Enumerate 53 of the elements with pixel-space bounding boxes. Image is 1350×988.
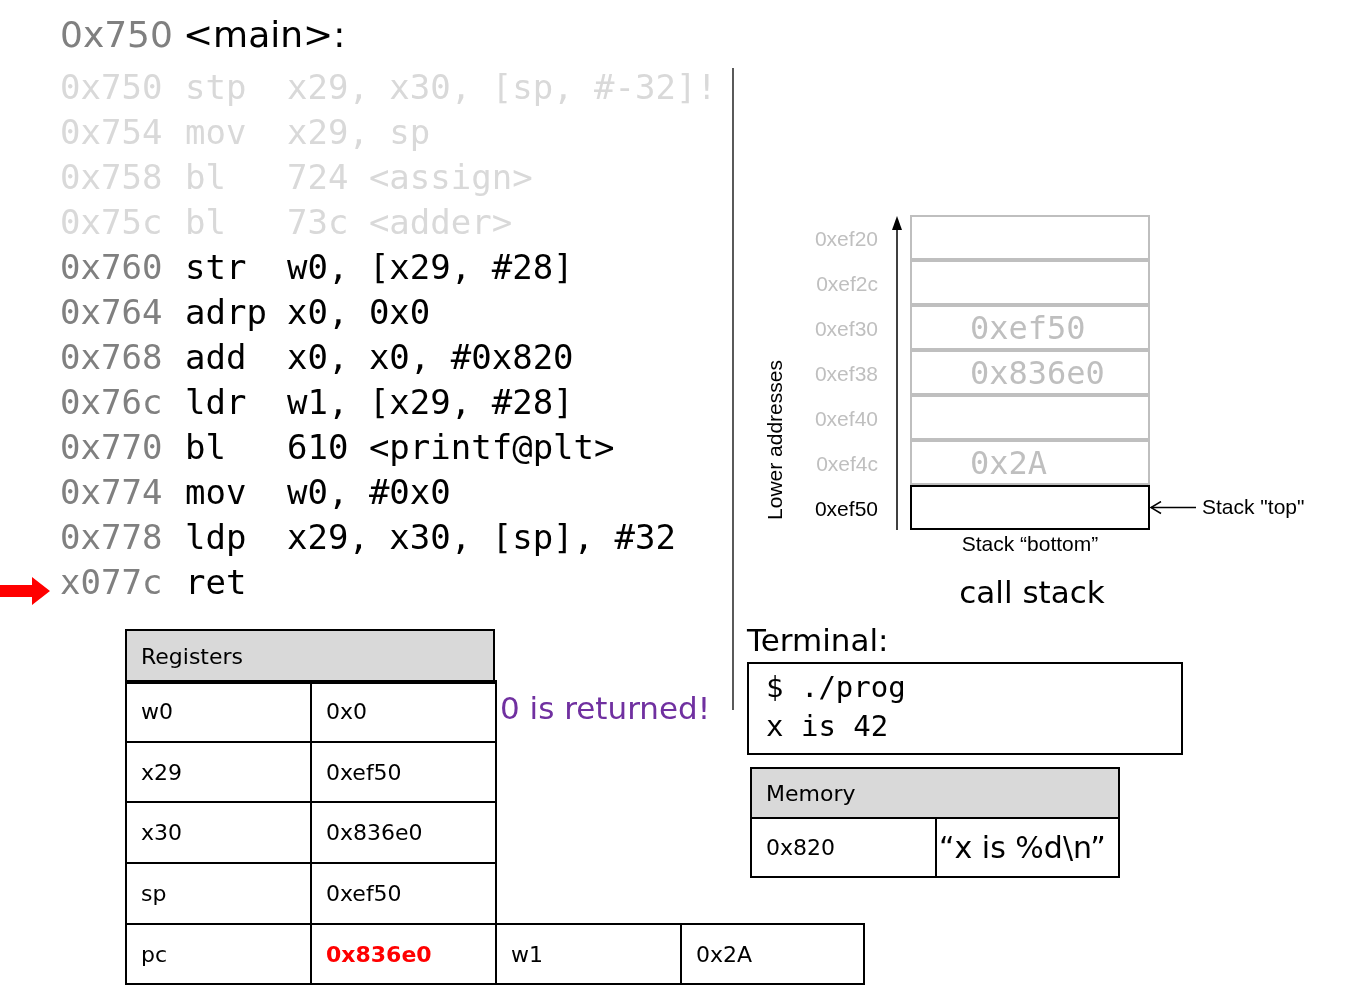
- instruction-mnemonic: ldp: [185, 517, 247, 557]
- instruction-operands: w0, #0x0: [287, 472, 451, 512]
- instruction-mnemonic: ret: [185, 562, 247, 602]
- instruction-operands: x0, 0x0: [287, 292, 431, 332]
- address-text: 0x778: [60, 517, 163, 557]
- arrow: [1150, 500, 1197, 515]
- instruction-mnemonic: ldr: [185, 382, 247, 422]
- instruction-operands: x29, x30, [sp], #32: [287, 517, 676, 557]
- instruction-operands: 610 <printf@plt>: [287, 427, 615, 467]
- address-label: 0xef2c: [816, 272, 878, 296]
- instruction-operands: w1, [x29, #28]: [287, 382, 574, 422]
- stack-value: 0x836e0: [970, 354, 1105, 392]
- table-cell: 0x2A: [680, 923, 865, 985]
- address-text: 0x76c: [60, 382, 163, 422]
- instruction-operands: x0, x0, #0x820: [287, 337, 574, 377]
- instruction-operands: w0, [x29, #28]: [287, 247, 574, 287]
- terminal-line: $ ./prog: [766, 670, 906, 704]
- address-text: 0x764: [60, 292, 163, 332]
- instruction-mnemonic: bl: [185, 427, 226, 467]
- terminal-heading: Terminal:: [747, 622, 889, 658]
- table-cell: 0x820: [750, 817, 937, 878]
- address-label: 0xef30: [814, 317, 878, 341]
- address-text: 0x770: [60, 427, 163, 467]
- stack-top-label: Stack "top": [1202, 495, 1305, 519]
- table-header: Registers: [125, 629, 495, 684]
- address-label: 0xef4c: [816, 452, 878, 476]
- address-text: x077c: [60, 562, 163, 602]
- address-text: 0x760: [60, 247, 163, 287]
- caption: call stack: [959, 574, 1105, 610]
- table-cell: w0: [125, 680, 312, 743]
- instruction-mnemonic: add: [185, 337, 247, 377]
- address-text: 0x774: [60, 472, 163, 512]
- address-text: 0x768: [60, 337, 163, 377]
- address-label: 0xef20: [814, 227, 878, 251]
- stack-value: 0xef50: [970, 309, 1086, 347]
- address-label: 0xef50: [814, 497, 878, 521]
- address-label: 0xef38: [814, 362, 878, 386]
- stack-value: 0x2A: [970, 444, 1048, 482]
- function-label: <main>:: [182, 14, 346, 55]
- table-cell: “x is %d\n”: [935, 817, 1120, 878]
- note-text: 0 is returned!: [500, 690, 711, 726]
- instruction-mnemonic: mov: [185, 472, 247, 512]
- address-label: 0xef40: [814, 407, 878, 431]
- axis-label: Lower addresses: [763, 360, 787, 520]
- stack-bottom-label: Stack “bottom”: [961, 532, 1099, 556]
- address-text: 0x750: [60, 14, 173, 55]
- terminal-line: x is 42: [766, 709, 889, 743]
- table-cell: w1: [495, 923, 682, 985]
- instruction-mnemonic: str: [185, 247, 247, 287]
- instruction-mnemonic: adrp: [185, 292, 267, 332]
- table-cell: pc: [125, 923, 312, 985]
- table-header: Memory: [750, 767, 1120, 819]
- table-cell: 0x0: [310, 680, 497, 743]
